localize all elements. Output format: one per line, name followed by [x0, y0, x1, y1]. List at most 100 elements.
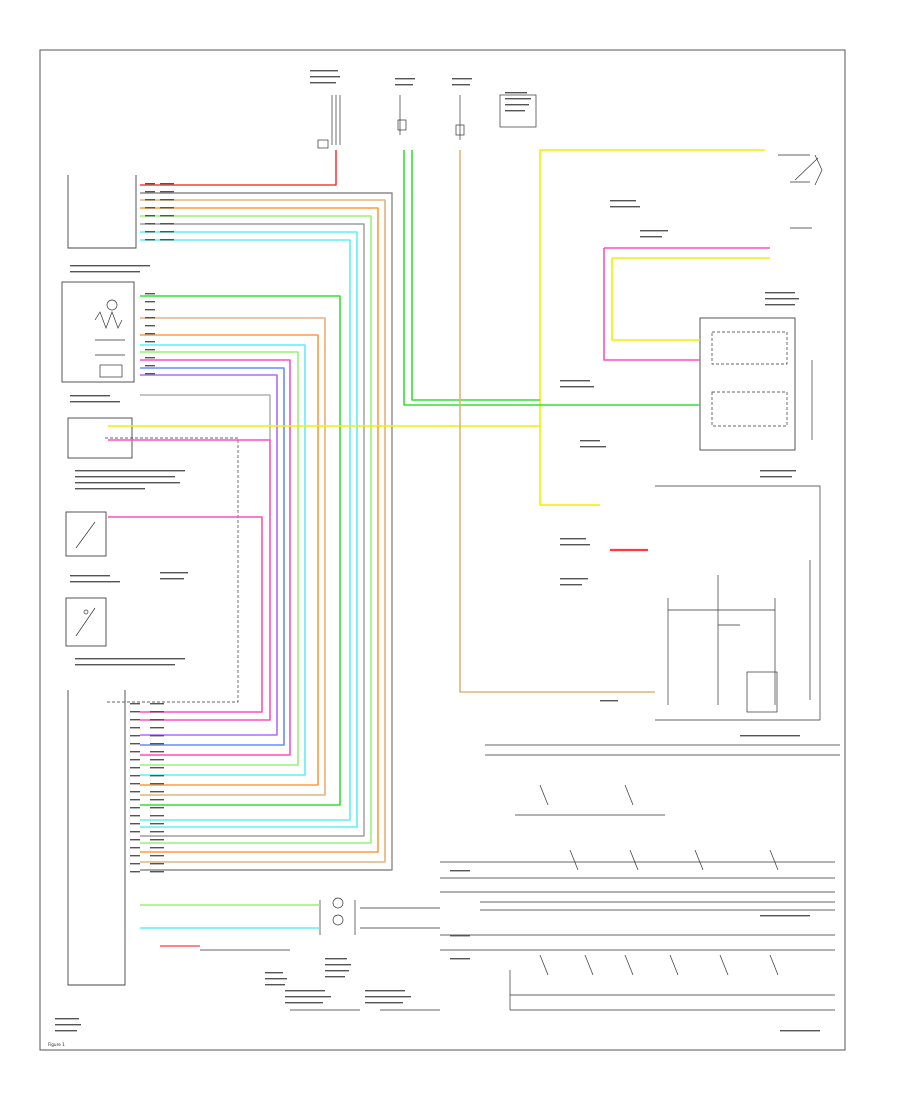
label-mark	[325, 964, 351, 966]
wire-14	[140, 367, 285, 746]
label-mark	[145, 325, 155, 327]
label-mark	[130, 767, 140, 769]
label-mark	[265, 978, 287, 980]
wire-24	[411, 150, 540, 401]
label-mark	[760, 476, 792, 478]
label-mark	[130, 831, 140, 833]
label-mark	[150, 863, 164, 865]
wire-8	[140, 295, 341, 806]
label-mark	[450, 935, 470, 937]
label-mark	[130, 839, 140, 841]
label-mark	[145, 239, 155, 241]
wire-22	[611, 258, 700, 341]
label-mark	[450, 870, 470, 872]
wires	[108, 149, 770, 947]
switch-banks	[440, 784, 835, 1011]
wire-6	[140, 231, 358, 828]
label-mark	[145, 317, 155, 319]
label-mark	[560, 578, 588, 580]
label-mark	[580, 446, 606, 448]
label-mark	[640, 236, 662, 238]
label-mark	[130, 727, 140, 729]
label-mark	[560, 386, 594, 388]
label-mark	[130, 775, 140, 777]
label-mark	[70, 575, 110, 577]
label-mark	[160, 191, 174, 193]
label-mark	[740, 735, 800, 737]
wire-23	[403, 150, 700, 406]
wire-5	[140, 223, 365, 837]
label-mark	[310, 76, 340, 78]
label-mark	[130, 815, 140, 817]
label-mark	[150, 807, 164, 809]
label-mark	[160, 207, 174, 209]
label-mark	[150, 735, 164, 737]
label-mark	[145, 207, 155, 209]
label-mark	[145, 183, 155, 185]
label-mark	[325, 976, 345, 978]
wire-18	[140, 394, 271, 440]
label-mark	[150, 767, 164, 769]
wire-20	[539, 149, 765, 426]
label-mark	[285, 996, 331, 998]
label-mark	[395, 78, 415, 80]
label-mark	[150, 847, 164, 849]
label-mark	[365, 996, 411, 998]
label-mark	[150, 799, 164, 801]
label-mark	[395, 84, 413, 86]
wire-15	[140, 374, 278, 736]
label-mark	[145, 333, 155, 335]
label-mark	[150, 831, 164, 833]
label-mark	[150, 719, 164, 721]
label-mark	[70, 271, 140, 273]
label-mark	[452, 78, 472, 80]
label-mark	[130, 855, 140, 857]
label-mark	[760, 915, 810, 917]
component-module-top	[67, 175, 137, 249]
label-mark	[265, 972, 283, 974]
label-mark	[560, 584, 582, 586]
label-mark	[145, 357, 155, 359]
top-connectors	[317, 94, 537, 149]
wire-19	[108, 425, 600, 506]
label-mark	[55, 1030, 77, 1032]
legend-area	[200, 897, 440, 1011]
label-mark	[70, 395, 110, 397]
label-mark	[145, 223, 155, 225]
label-mark	[145, 191, 155, 193]
label-mark	[452, 84, 470, 86]
switch-2-icon	[75, 607, 96, 637]
label-mark	[765, 304, 795, 306]
label-mark	[130, 807, 140, 809]
label-mark	[160, 183, 174, 185]
component-right-module	[699, 317, 796, 451]
label-mark	[150, 855, 164, 857]
label-mark	[130, 743, 140, 745]
label-mark	[560, 538, 586, 540]
label-mark	[150, 839, 164, 841]
label-mark	[560, 544, 590, 546]
label-mark	[160, 223, 174, 225]
label-mark	[150, 783, 164, 785]
label-mark	[75, 482, 180, 484]
wire-0	[140, 150, 337, 186]
wire-16	[108, 439, 271, 721]
label-mark	[640, 230, 668, 232]
sensor-coil-icon	[106, 299, 118, 311]
wire-10	[140, 334, 319, 786]
component-switch-1	[65, 511, 107, 557]
diagram-frame	[39, 49, 846, 1051]
wire-2	[140, 199, 386, 863]
label-mark	[150, 791, 164, 793]
label-mark	[765, 292, 795, 294]
label-mark	[325, 970, 349, 972]
label-mark	[130, 751, 140, 753]
label-mark	[130, 783, 140, 785]
label-mark	[130, 735, 140, 737]
label-mark	[130, 759, 140, 761]
label-mark	[450, 958, 470, 960]
label-mark	[150, 743, 164, 745]
label-mark	[160, 199, 174, 201]
label-mark	[130, 711, 140, 713]
label-mark	[160, 215, 174, 217]
